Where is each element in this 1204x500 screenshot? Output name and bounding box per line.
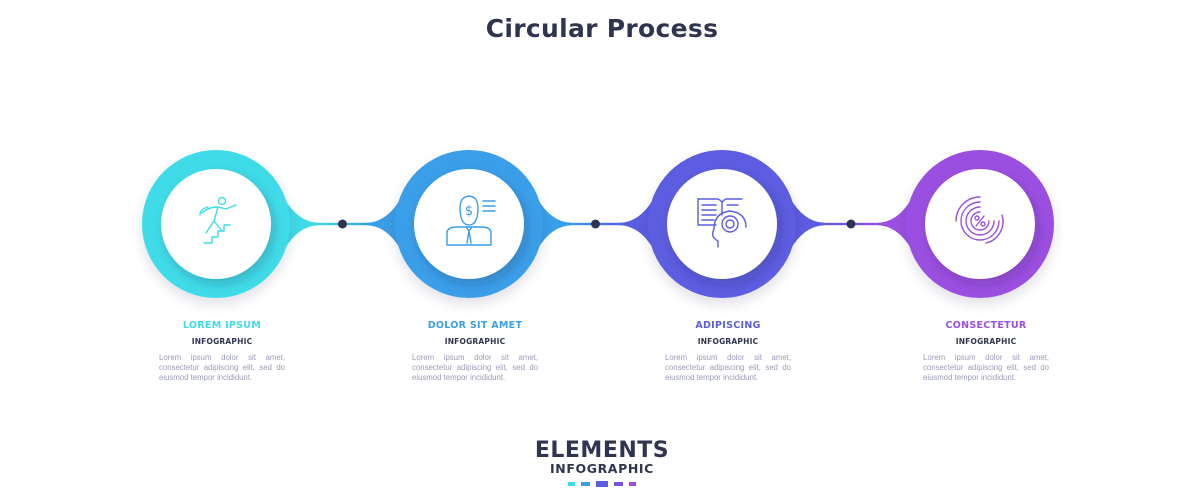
step-title: DOLOR SIT AMET — [427, 320, 523, 331]
page-title: Circular Process — [485, 14, 719, 43]
step-circle-4 — [906, 150, 1054, 298]
connector-flare — [620, 198, 654, 250]
step-description: Lorem ipsum dolor sit amet, consectetur … — [412, 353, 538, 382]
step-text-1: LOREM IPSUM INFOGRAPHIC Lorem ipsum dolo… — [152, 320, 292, 383]
logo-bar — [568, 482, 575, 486]
logo-main-text: ELEMENTS — [534, 438, 670, 463]
step-circle-2: $ — [395, 150, 543, 298]
logo-bar — [596, 481, 608, 487]
step-text-4: CONSECTETUR INFOGRAPHIC Lorem ipsum dolo… — [916, 320, 1056, 383]
step-subtitle: INFOGRAPHIC — [191, 337, 253, 346]
logo-bar — [581, 482, 590, 486]
person-climbing-stairs-icon — [199, 196, 237, 244]
connector-flare — [367, 198, 401, 250]
svg-text:$: $ — [465, 204, 473, 219]
step-inner-disc — [414, 169, 524, 279]
percent-radar-icon — [955, 196, 1004, 244]
step-description: Lorem ipsum dolor sit amet, consectetur … — [923, 353, 1049, 382]
step-title: CONSECTETUR — [945, 320, 1027, 331]
step-description: Lorem ipsum dolor sit amet, consectetur … — [665, 353, 791, 382]
logo-color-bars — [0, 481, 1204, 487]
connector-dot — [846, 219, 856, 229]
step-text-2: DOLOR SIT AMET INFOGRAPHIC Lorem ipsum d… — [405, 320, 545, 383]
logo-sub-text: INFOGRAPHIC — [550, 461, 654, 476]
step-subtitle: INFOGRAPHIC — [444, 337, 506, 346]
connector-dot — [338, 219, 347, 229]
brand-logo: ELEMENTS INFOGRAPHIC — [0, 440, 1204, 487]
step-circle-1 — [142, 150, 290, 298]
book-head-gear-icon — [697, 198, 747, 248]
connector-flare — [537, 198, 571, 250]
step-title: ADIPISCING — [695, 320, 761, 331]
connector-dot — [591, 219, 600, 229]
businessman-dollar-icon: $ — [446, 195, 496, 246]
step-description: Lorem ipsum dolor sit amet, consectetur … — [159, 353, 285, 382]
logo-bar — [614, 482, 623, 486]
step-circle-3 — [648, 150, 796, 298]
step-subtitle: INFOGRAPHIC — [955, 337, 1017, 346]
step-text-3: ADIPISCING INFOGRAPHIC Lorem ipsum dolor… — [658, 320, 798, 383]
step-subtitle: INFOGRAPHIC — [697, 337, 759, 346]
logo-bar — [629, 482, 636, 486]
connector-flare — [284, 198, 318, 250]
connector-flare — [878, 198, 912, 250]
step-title: LOREM IPSUM — [182, 320, 262, 331]
connector-flare — [790, 198, 824, 250]
step-inner-disc — [925, 169, 1035, 279]
